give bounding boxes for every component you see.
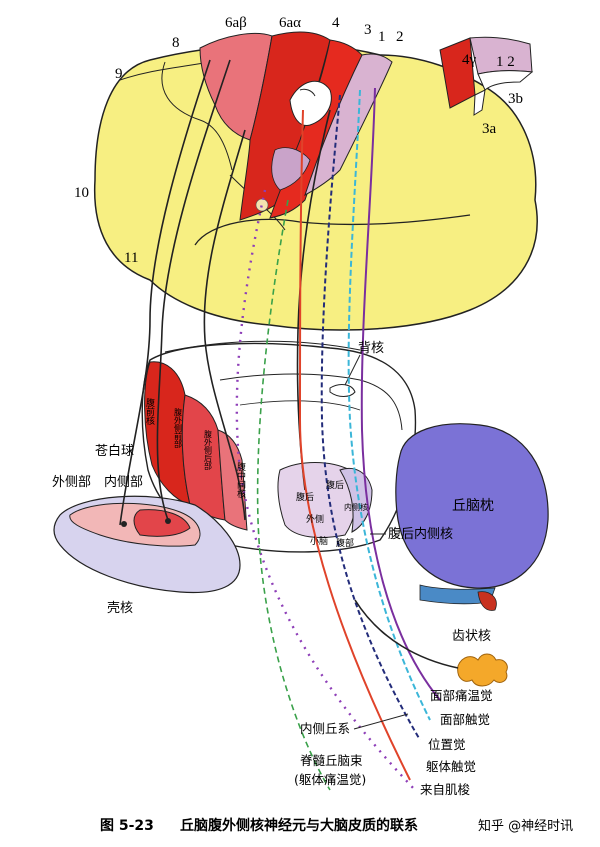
inset-label-4g: 4γ [462,52,477,68]
label-vpl-small: 腹后 [326,479,344,491]
dentate-nucleus [457,653,508,687]
label-gp-lateral: 外侧部 [52,475,91,490]
label-pulvinar: 丘脑枕 [452,498,494,514]
label-ventral-small: 腹部 [336,537,354,549]
inset-label-3b: 3b [508,91,523,107]
label-ventral-intermedius: 腹中间核 [235,461,246,499]
label-body-touch: 躯体触觉 [426,759,476,774]
area-label-11: 11 [124,250,138,266]
area-label-1: 1 [378,29,386,45]
area-label-6ab: 6aβ [225,15,247,31]
label-lateral: 外侧 [306,513,324,525]
label-medial-small: 内侧核 [344,502,368,512]
label-position: 位置觉 [428,737,466,752]
label-dorsal-nucleus: 背核 [358,341,384,356]
label-vl-posterior: 腹外侧后部 [204,429,213,471]
inset-label-3a: 3a [482,121,497,137]
label-face-touch: 面部触觉 [440,712,490,727]
label-cerebellar: 小脑 [310,535,328,547]
area-label-3: 3 [364,22,372,38]
figure-number: 图 5-23 [100,818,154,834]
label-ventral-anterior: 腹前核 [144,397,155,426]
central-sulcus [289,80,332,127]
pulvinar [395,423,549,589]
basal-ganglia [53,495,241,594]
label-face-pain-temp: 面部痛温觉 [430,688,493,703]
label-ventral-posterior: 腹后 [296,491,314,503]
area-label-9: 9 [115,66,123,82]
area-label-8: 8 [172,35,180,51]
label-vl-anterior: 腹外侧前部 [174,407,183,449]
area-label-2: 2 [396,29,404,45]
label-spinothalamic: 脊髓丘脑束 [300,753,363,768]
globus-pallidus-medial [133,509,191,537]
label-putamen: 壳核 [107,601,133,616]
watermark: 知乎 @神经时讯 [478,818,573,834]
area-3-1-2 [304,53,393,197]
figure-title: 丘脑腹外侧核神经元与大脑皮质的联系 [180,817,418,834]
label-medial-lemniscus: 内侧丘系 [300,721,350,736]
label-globus-pallidus: 苍白球 [95,443,134,459]
area-label-4: 4 [332,15,340,31]
cortex-inset [439,36,534,116]
label-gp-medial: 内侧部 [104,474,143,490]
label-vpm: 腹后内侧核 [388,526,453,542]
projection-fibers [119,59,459,791]
inset-label-12: 1 2 [496,54,515,70]
label-muscle-spindle: 来自肌梭 [420,782,471,797]
area-label-6aa: 6aα [279,15,301,31]
label-spinothalamic-sub: (躯体痛温觉) [294,772,366,787]
label-dentate: 齿状核 [452,629,491,644]
area-label-10: 10 [74,185,89,201]
